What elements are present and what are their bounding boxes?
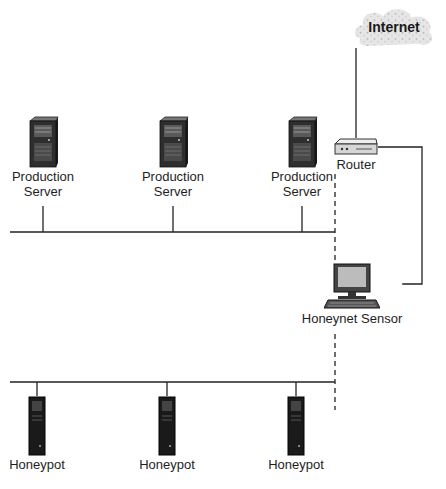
network-link [334, 174, 335, 262]
sensor-node: Honeynet Sensor [302, 262, 402, 327]
cloud-node: Internet [352, 6, 436, 48]
network-link [355, 48, 356, 138]
device-icon [334, 138, 378, 156]
node-label: Honeypot [139, 458, 195, 473]
drop-line [301, 206, 302, 232]
node-label: Production Server [6, 170, 80, 200]
device-icon [287, 396, 305, 456]
device-icon [157, 116, 189, 168]
node-label: Production Server [136, 170, 210, 200]
node-label: Honeypot [268, 458, 324, 473]
drop-line [166, 382, 167, 396]
server-node: Production Server [6, 116, 80, 200]
drop-line [172, 206, 173, 232]
router-node: Router [334, 138, 378, 173]
node-label: Router [336, 158, 375, 173]
network-link [378, 147, 422, 284]
honeypot-node: Honeypot [9, 396, 65, 473]
device-icon [286, 116, 318, 168]
honeynet-bus [10, 381, 335, 382]
device-icon [27, 116, 59, 168]
node-label: Honeynet Sensor [302, 312, 402, 327]
drop-line [295, 382, 296, 396]
drop-line [36, 382, 37, 396]
device-icon [324, 262, 380, 310]
server-node: Production Server [265, 116, 339, 200]
honeypot-node: Honeypot [139, 396, 195, 473]
device-icon [158, 396, 176, 456]
device-icon [28, 396, 46, 456]
honeypot-node: Honeypot [268, 396, 324, 473]
dashed-link [334, 334, 335, 410]
node-label: Honeypot [9, 458, 65, 473]
drop-line [42, 206, 43, 232]
node-label: Internet [368, 19, 419, 35]
server-node: Production Server [136, 116, 210, 200]
node-label: Production Server [265, 170, 339, 200]
